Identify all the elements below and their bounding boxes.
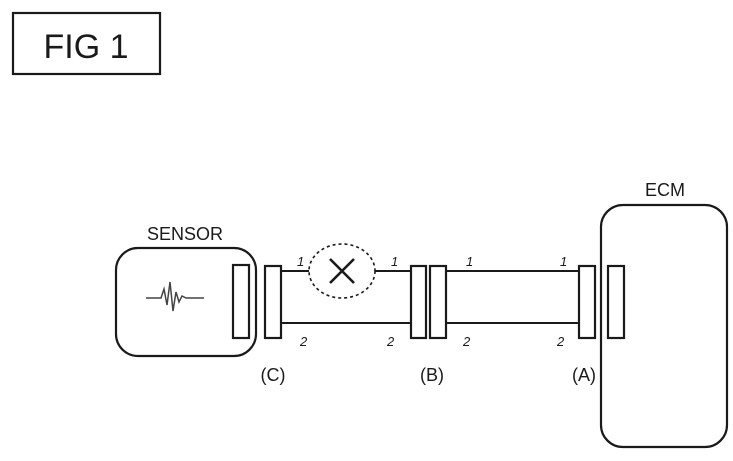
pin-numbers: 1 1 1 1 2 2 2 2: [297, 254, 567, 349]
connector-b-housing-right: [428, 264, 448, 340]
connector-b-label: (B): [420, 365, 444, 385]
figure-title-text: FIG 1: [43, 28, 128, 66]
connector-c: (C): [261, 264, 286, 385]
sensor-label: SENSOR: [147, 224, 223, 244]
pin-label: 2: [299, 334, 308, 349]
pin-label: 1: [560, 254, 567, 269]
open-circuit-marker: [308, 243, 376, 299]
connector-b-housing-left: [409, 264, 428, 340]
ecm: ECM: [599, 180, 729, 449]
figure-title-box: [11, 11, 162, 76]
pin-label: 1: [466, 254, 473, 269]
figure-title: FIG 1: [11, 11, 162, 76]
pin-label: 2: [462, 334, 471, 349]
signal-waveform-icon: [146, 281, 204, 312]
connector-a-housing: [577, 264, 597, 340]
connector-a-label: (A): [572, 365, 596, 385]
sensor-terminal: [231, 263, 251, 340]
pin-label: 1: [391, 254, 398, 269]
pin-label: 2: [556, 334, 565, 349]
connector-b: (B): [409, 264, 448, 385]
ecm-label: ECM: [645, 180, 685, 200]
ecm-terminal: [606, 264, 626, 340]
pin-label: 1: [297, 254, 304, 269]
sensor: SENSOR: [114, 224, 258, 358]
connector-a: (A): [572, 264, 597, 385]
pin-label: 2: [386, 334, 395, 349]
connector-c-label: (C): [261, 365, 286, 385]
ecm-box: [599, 203, 729, 449]
sensor-box: [114, 246, 258, 358]
connector-c-housing: [263, 264, 283, 340]
fault-x-icon: [329, 258, 355, 284]
